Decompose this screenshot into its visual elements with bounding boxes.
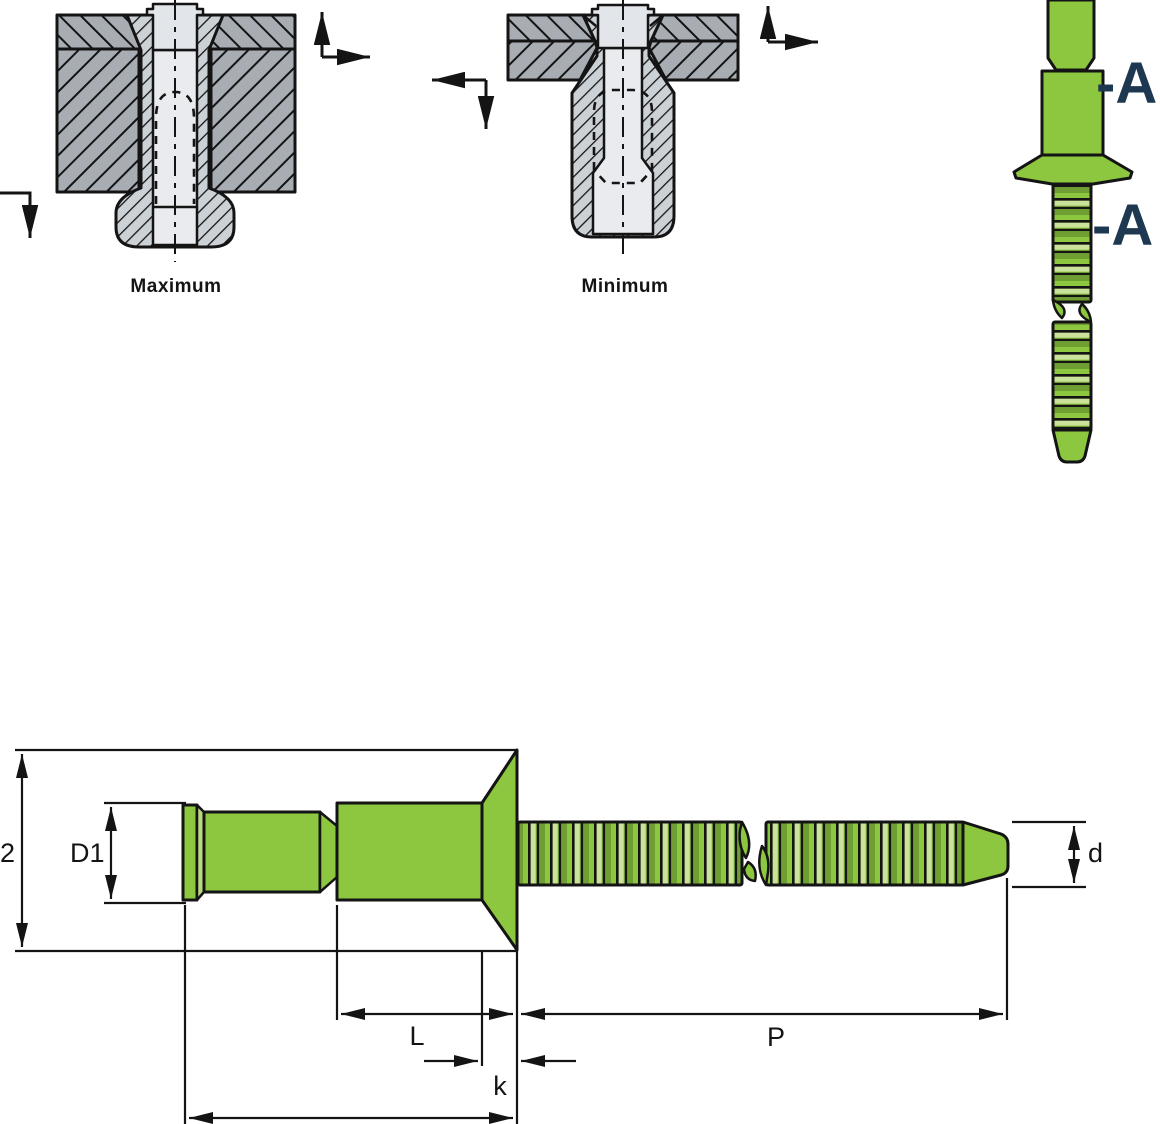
dim-label-k: k bbox=[493, 1071, 507, 1101]
dim-pintail-break bbox=[738, 820, 770, 887]
side-pintail-lower bbox=[1051, 320, 1093, 432]
rivet-side-view: -A -A bbox=[1012, 0, 1157, 464]
label-minimum: Minimum bbox=[582, 276, 669, 297]
min-mandrel-stem bbox=[590, 3, 656, 50]
dim-rivet-geometry bbox=[181, 748, 1010, 952]
dim-countersunk-head bbox=[480, 748, 519, 952]
dim-sleeve-tail-section bbox=[202, 810, 322, 894]
dimension-lines bbox=[15, 748, 1086, 1124]
dim-sleeve-body bbox=[335, 801, 484, 902]
min-direction-arrow-left-down-icon bbox=[432, 71, 495, 129]
max-direction-arrow-down-left-icon bbox=[0, 191, 39, 238]
dim-pintail-serrated-right bbox=[764, 820, 965, 887]
dim-label-d: d bbox=[1088, 838, 1103, 868]
min-direction-arrow-up-right-icon bbox=[759, 6, 818, 51]
min-head-lip-left bbox=[583, 15, 597, 27]
dim-label-d1: D1 bbox=[70, 838, 105, 868]
dim-label-d2: 2 bbox=[0, 838, 15, 868]
dim-sleeve-tail-cap bbox=[181, 803, 199, 902]
min-grip-section-view: Minimum bbox=[432, 0, 818, 297]
max-direction-arrow-up-right-icon bbox=[313, 12, 370, 66]
side-countersunk-head bbox=[1012, 153, 1134, 186]
side-pintail-upper bbox=[1051, 182, 1093, 304]
dim-label-l: L bbox=[409, 1021, 424, 1051]
min-rivet-cavity bbox=[591, 46, 655, 236]
datum-label-a-stem: -A bbox=[1092, 193, 1153, 258]
min-head-lip-right bbox=[649, 15, 663, 27]
dim-label-p: P bbox=[767, 1022, 785, 1052]
label-maximum: Maximum bbox=[130, 276, 221, 297]
side-pintail-break bbox=[1051, 298, 1093, 324]
dim-pintail-serrated-left bbox=[516, 820, 744, 887]
min-mandrel-head-hidden bbox=[592, 88, 654, 185]
dim-sleeve-neck bbox=[318, 810, 339, 894]
rivet-dimension-drawing: 2 D1 L k P d bbox=[0, 748, 1103, 1124]
max-grip-section-view: Maximum bbox=[0, 0, 370, 297]
datum-label-a-head: -A bbox=[1096, 51, 1157, 116]
side-mandrel-stem bbox=[1046, 0, 1096, 72]
dim-pintail-tip bbox=[961, 820, 1010, 887]
side-sleeve-body bbox=[1040, 69, 1105, 157]
side-pintail-tip bbox=[1051, 428, 1093, 464]
